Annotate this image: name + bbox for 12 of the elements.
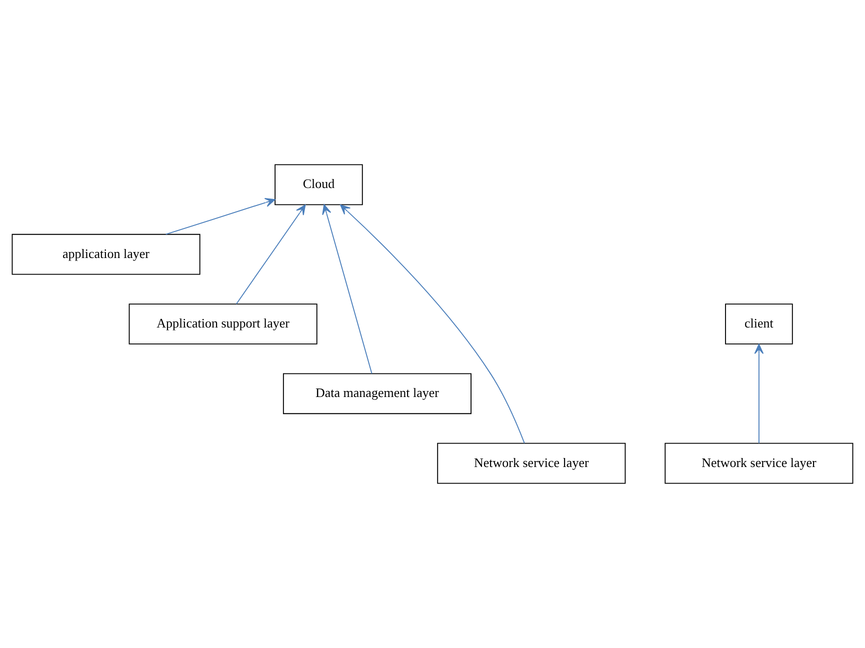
node-box: Cloud xyxy=(274,164,363,206)
node-box: Network service layer xyxy=(664,442,854,484)
arrow xyxy=(754,344,764,444)
node-box: client xyxy=(725,304,793,344)
node-box: Network service layer xyxy=(437,442,626,484)
node-box: application layer xyxy=(12,234,200,275)
arrow xyxy=(165,198,276,235)
arrow xyxy=(340,204,525,444)
node-box: Data management layer xyxy=(282,373,472,414)
arrow xyxy=(322,204,372,374)
arrow xyxy=(236,204,306,304)
node-box: Application support layer xyxy=(128,304,318,344)
